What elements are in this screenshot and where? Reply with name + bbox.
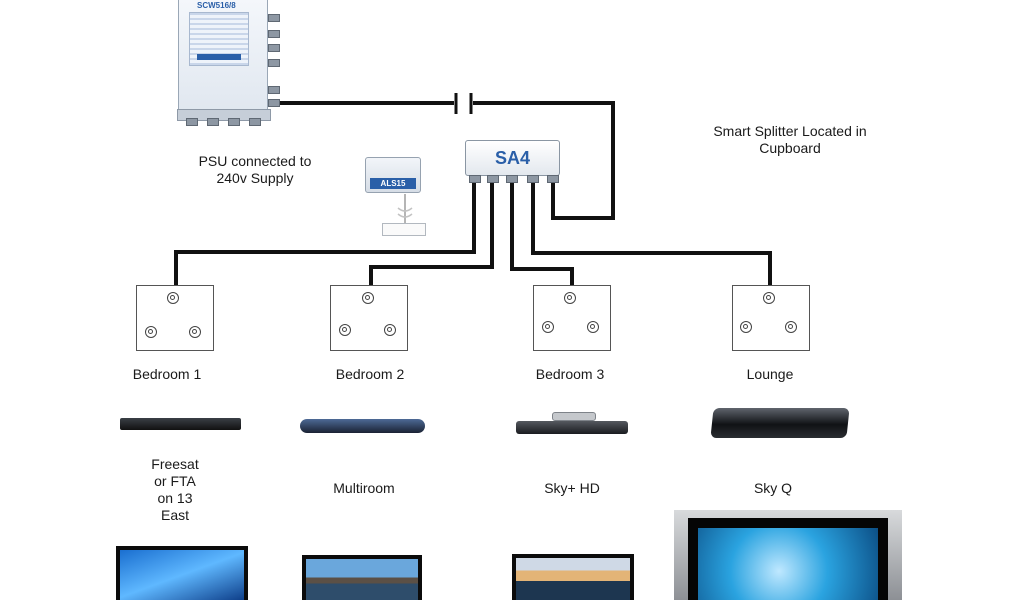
sky-q-receiver: [710, 408, 850, 438]
socket-icon: [167, 292, 179, 304]
multiswitch-input-port: [249, 118, 261, 126]
room-name: Bedroom 3: [535, 366, 605, 382]
room-name: Lounge: [746, 366, 794, 382]
smart-splitter-label: SA4: [494, 148, 530, 168]
splitter-port: [547, 175, 559, 183]
tv-lounge: [674, 510, 902, 600]
wall-plate-bedroom-3: [533, 285, 611, 351]
wire-to-lounge: [531, 182, 772, 286]
receiver-label-bedroom-3: Sky+ HD: [544, 480, 600, 496]
multiswitch-output-port: [268, 99, 280, 107]
wire-to-bedroom-3: [510, 182, 574, 286]
sky-plus-hd-receiver: [516, 421, 628, 434]
socket-icon: [362, 292, 374, 304]
multiswitch-output-port: [268, 30, 280, 38]
socket-icon: [384, 324, 396, 336]
mains-plug-icon: [382, 223, 426, 236]
splitter-port: [469, 175, 481, 183]
psu-model-label: ALS15: [370, 178, 416, 189]
socket-icon: [339, 324, 351, 336]
splitter-port: [506, 175, 518, 183]
tv-screen: [516, 558, 630, 600]
psu-note: PSU connected to 240v Supply: [198, 153, 312, 186]
receiver-label-lounge: Sky Q: [753, 480, 793, 496]
smart-splitter: SA4: [465, 140, 560, 176]
multiswitch-output-port: [268, 86, 280, 94]
tv-bedroom-2: [302, 555, 422, 600]
wall-plate-bedroom-2: [330, 285, 408, 351]
socket-icon: [740, 321, 752, 333]
splitter-port: [487, 175, 499, 183]
socket-icon: [189, 326, 201, 338]
multiswitch-model-label: SCW516/8: [197, 1, 236, 10]
multiswitch-output-port: [268, 44, 280, 52]
multiswitch-output-port: [268, 59, 280, 67]
wire-blocker-to-splitter: [473, 101, 615, 220]
multiswitch-input-port: [186, 118, 198, 126]
socket-icon: [542, 321, 554, 333]
receiver-label-bedroom-2: Multiroom: [333, 480, 395, 496]
psu-unit: ALS15: [365, 157, 421, 193]
wire-to-bedroom-1: [174, 182, 476, 286]
socket-icon: [145, 326, 157, 338]
wire-to-bedroom-2: [369, 182, 494, 286]
freesat-receiver: [120, 418, 241, 430]
socket-icon: [785, 321, 797, 333]
multiswitch-input-rail: [177, 109, 271, 121]
wall-plate-lounge: [732, 285, 810, 351]
room-name: Bedroom 2: [335, 366, 405, 382]
tv-bedroom-3: [512, 554, 634, 600]
socket-icon: [564, 292, 576, 304]
multiswitch-input-port: [207, 118, 219, 126]
multiswitch-output-port: [268, 14, 280, 22]
tv-screen: [698, 528, 878, 600]
socket-icon: [587, 321, 599, 333]
wall-plate-bedroom-1: [136, 285, 214, 351]
remote-control-icon: [552, 412, 596, 421]
tv-screen: [120, 550, 244, 600]
tv-bedroom-1: [116, 546, 248, 600]
dc-blocker-icon: [454, 93, 473, 114]
room-name: Bedroom 1: [132, 366, 202, 382]
splitter-note: Smart Splitter Located in Cupboard: [713, 123, 867, 156]
multiswitch-brand-strip: [197, 54, 241, 60]
receiver-label-bedroom-1: Freesat or FTA on 13 East: [151, 456, 199, 523]
tv-screen: [306, 559, 418, 600]
splitter-port: [527, 175, 539, 183]
socket-icon: [763, 292, 775, 304]
multiswitch-input-port: [228, 118, 240, 126]
multiroom-receiver: [300, 419, 425, 433]
multiswitch: SCW516/8: [177, 0, 271, 121]
